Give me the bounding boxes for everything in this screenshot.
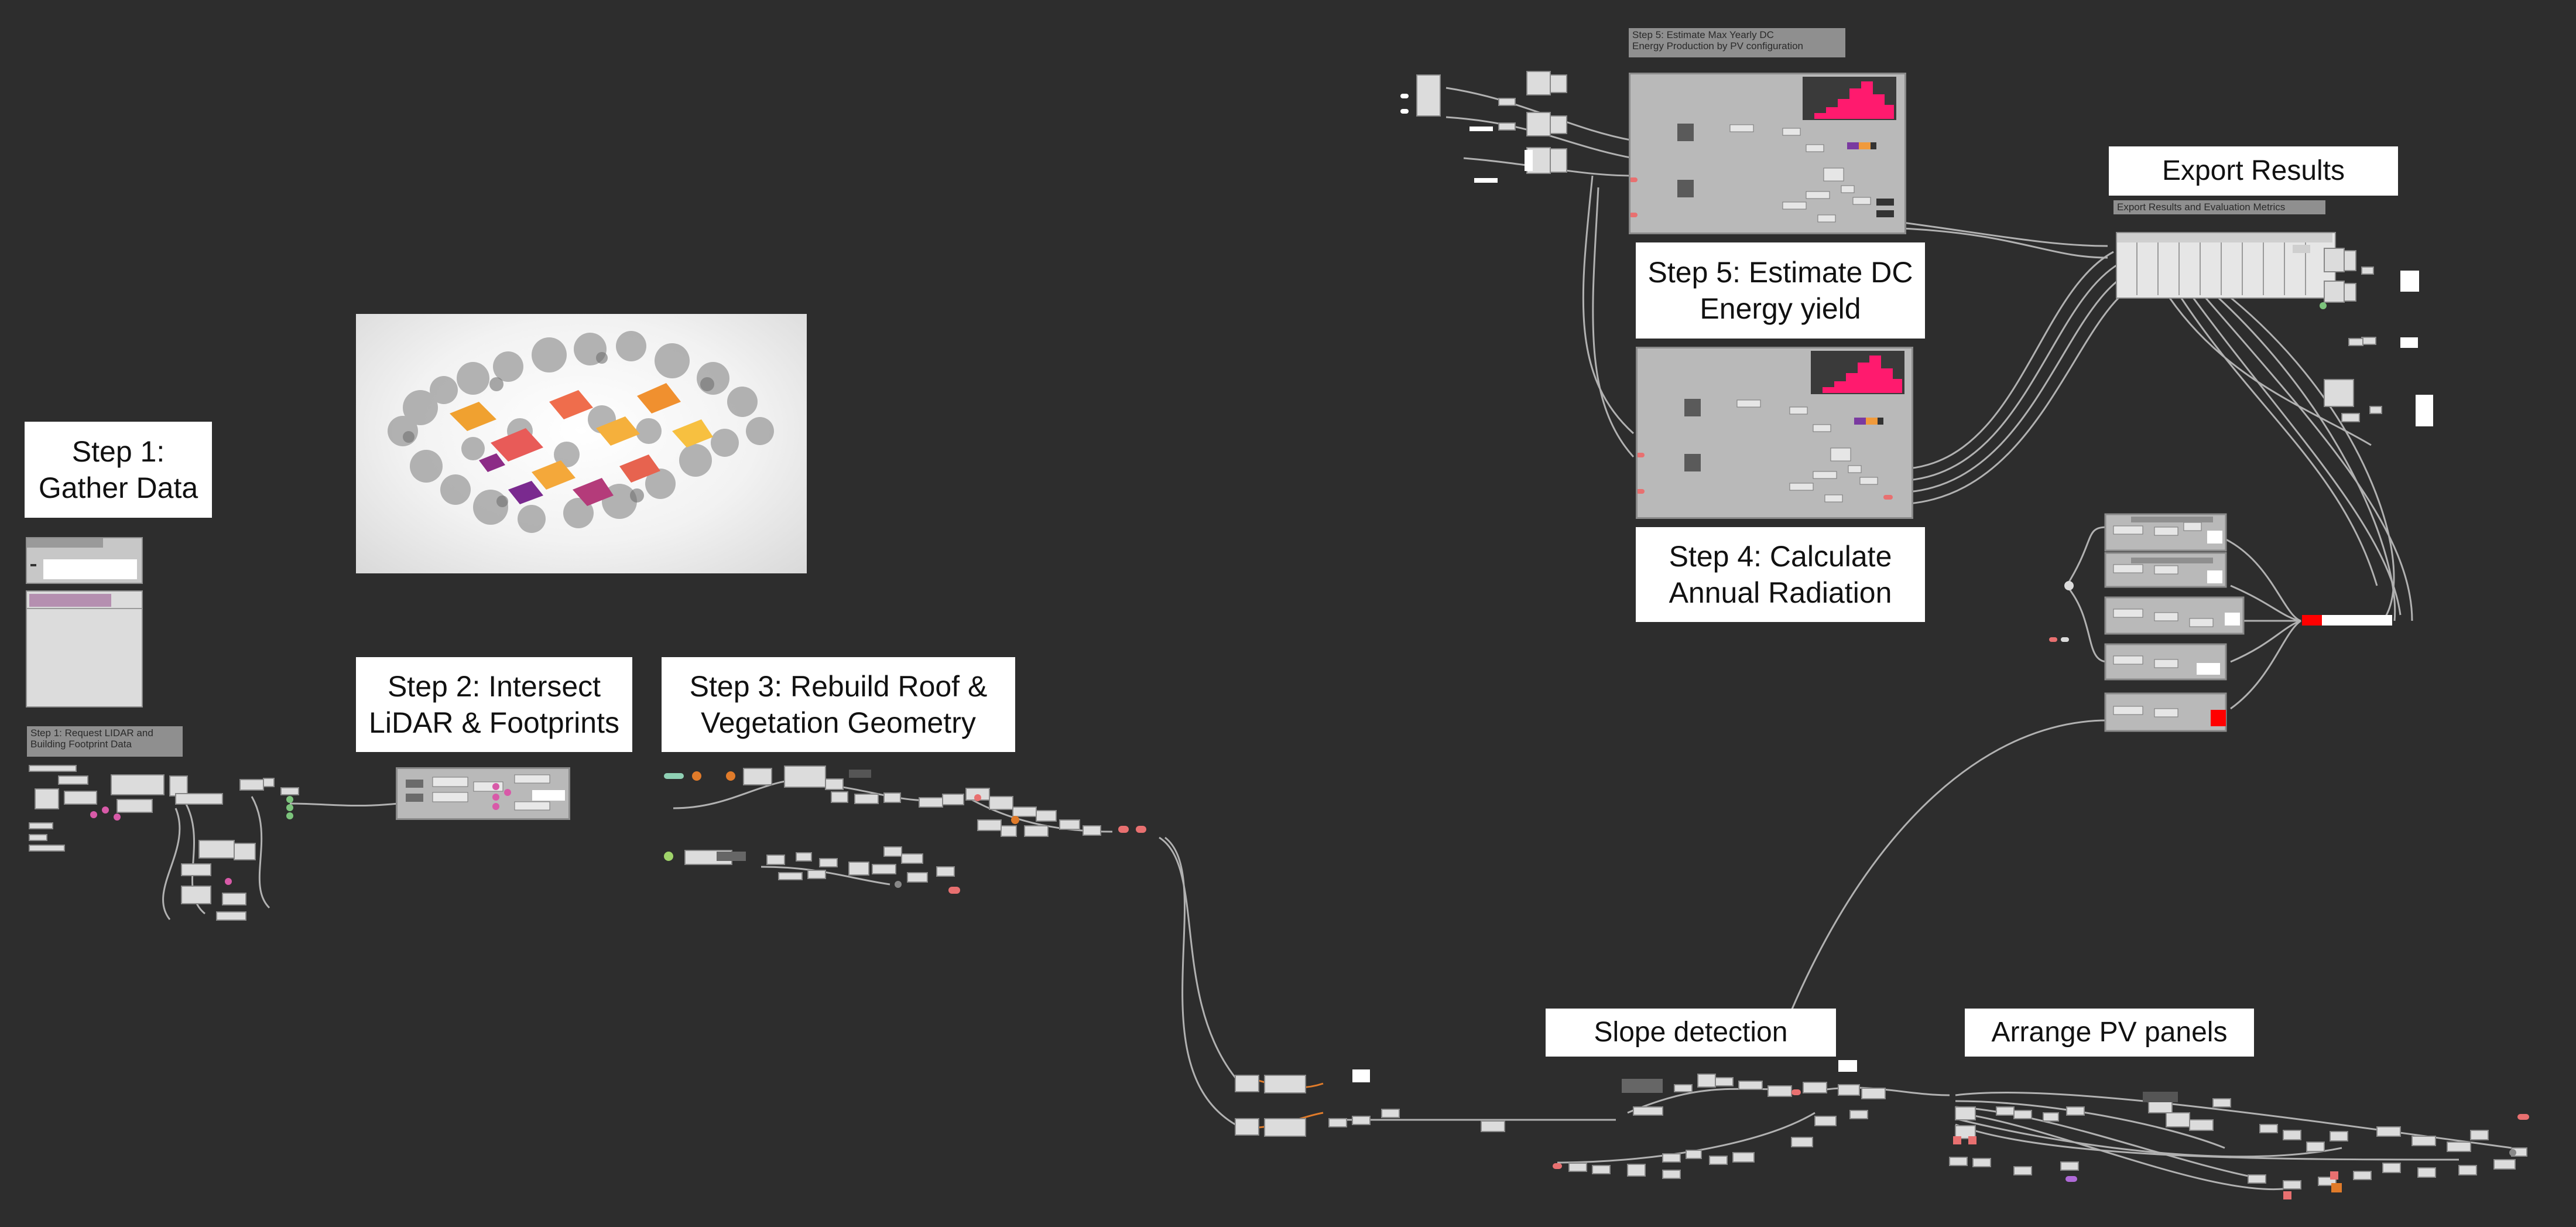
step3-node-cluster[interactable] — [662, 756, 1218, 914]
export-group-tag: Export Results and Evaluation Metrics — [2113, 200, 2325, 214]
step1-group-tag: Step 1: Request LIDAR and Building Footp… — [27, 726, 183, 757]
export-output-nodes[interactable] — [2318, 223, 2447, 445]
radiation-histogram-icon — [1811, 351, 1904, 394]
step5-group-tag: Step 5: Estimate Max Yearly DC Energy Pr… — [1629, 28, 1845, 57]
export-results-table[interactable] — [2116, 232, 2336, 299]
step5-label: Step 5: Estimate DC Energy yield — [1636, 242, 1925, 339]
step5-estimate-group[interactable] — [1629, 73, 1906, 234]
step4-label: Step 4: Calculate Annual Radiation — [1636, 527, 1925, 622]
step1-input-panel[interactable] — [26, 537, 143, 584]
step3-label: Step 3: Rebuild Roof & Vegetation Geomet… — [662, 657, 1015, 752]
radiation-histogram-icon — [1803, 77, 1896, 120]
rooftop-radiation-render-image — [356, 314, 807, 573]
arrange-pv-panels-label: Arrange PV panels — [1965, 1009, 2254, 1057]
evaluation-panels[interactable] — [2049, 510, 2412, 744]
export-results-label: Export Results — [2109, 146, 2398, 196]
step5-input-nodes[interactable] — [1399, 64, 1633, 205]
step1-node-cluster[interactable] — [23, 758, 304, 928]
step1-data-panel[interactable] — [26, 590, 143, 708]
slope-detection-nodes[interactable] — [1229, 1054, 1909, 1195]
arrange-pv-nodes[interactable] — [1932, 1078, 2553, 1212]
collapse-icon[interactable] — [30, 564, 36, 566]
step2-intersect-group[interactable] — [396, 767, 570, 820]
step4-radiation-group[interactable] — [1636, 347, 1913, 519]
step2-label: Step 2: Intersect LiDAR & Footprints — [356, 657, 632, 752]
slope-detection-label: Slope detection — [1546, 1009, 1836, 1057]
step1-label: Step 1: Gather Data — [25, 422, 212, 518]
